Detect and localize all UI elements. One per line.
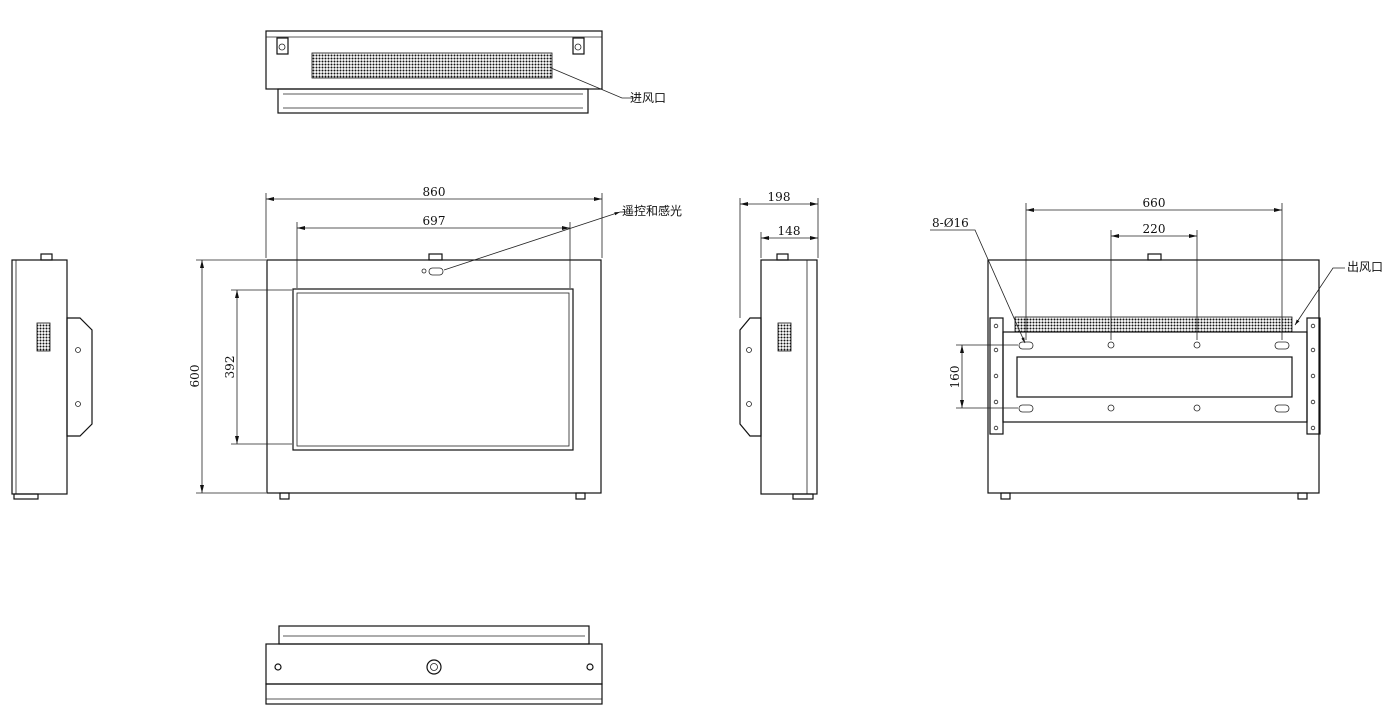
- dim-screen-width: 697: [423, 214, 446, 228]
- front-view: [266, 253, 602, 500]
- front-dimensions: [196, 193, 626, 494]
- remote-light-sensor-label: 遥控和感光: [622, 203, 682, 218]
- rear-view: [987, 253, 1321, 500]
- dim-mount-height: 160: [948, 366, 962, 389]
- dim-screen-height: 392: [223, 356, 237, 379]
- left-side-view: [11, 253, 93, 500]
- dim-depth-total: 198: [768, 190, 791, 204]
- air-outlet-label: 出风口: [1347, 260, 1383, 274]
- air-inlet-label: 进风口: [630, 91, 666, 105]
- dim-depth-body: 148: [778, 224, 801, 238]
- bottom-view: [265, 625, 603, 705]
- rear-dimensions: [930, 203, 1345, 409]
- air-inlet-mesh: [311, 52, 553, 79]
- dim-hole-spacing: 220: [1143, 222, 1166, 236]
- cable-gland-icon: [426, 659, 442, 675]
- top-view: [265, 30, 634, 114]
- light-sensor-icon: [421, 268, 427, 274]
- ir-receiver-icon: [428, 267, 444, 276]
- holes-label: 8-Ø16: [932, 216, 969, 230]
- dim-overall-width: 860: [423, 185, 446, 199]
- dim-mount-width: 660: [1143, 196, 1166, 210]
- side-dimensions: [739, 198, 819, 318]
- right-side-view: [739, 253, 818, 500]
- dim-overall-height: 600: [188, 365, 202, 388]
- air-outlet-mesh: [1014, 316, 1293, 333]
